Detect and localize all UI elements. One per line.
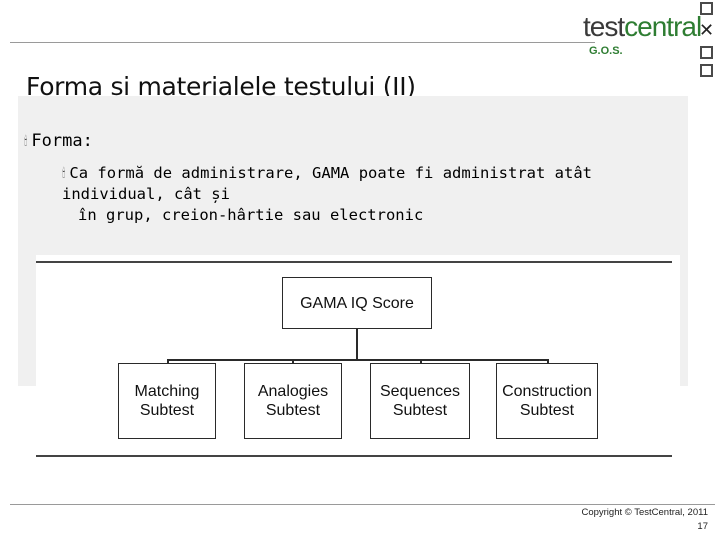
diagram-bottom-rule: [36, 455, 672, 457]
connector-to-sequences: [420, 359, 422, 363]
root-box: GAMA IQ Score: [282, 277, 432, 329]
header-rule: [10, 42, 595, 43]
bullet-icon: 🕯: [24, 134, 28, 148]
connector-horizontal: [167, 359, 547, 361]
bullet-icon: 🕯: [62, 166, 66, 180]
window-square-icon-2: [700, 46, 713, 59]
connector-root-stem: [356, 329, 358, 359]
window-square-icon-3: [700, 64, 713, 77]
connector-to-analogies: [292, 359, 294, 363]
page-number: 17: [697, 521, 708, 532]
copyright-text: Copyright © TestCentral, 2011: [581, 507, 708, 518]
bullet-administrare: 🕯Ca formă de administrare, GAMA poate fi…: [62, 164, 593, 224]
bullet-forma: 🕯Forma:: [24, 131, 93, 151]
testcentral-logo: testcentral G.O.S.: [583, 12, 703, 72]
logo-sub-marks: G.O.S.: [589, 45, 623, 57]
logo-wordmark: testcentral: [583, 11, 702, 42]
window-square-icon-1: [700, 2, 713, 15]
connector-to-matching: [167, 359, 169, 363]
connector-to-construction: [547, 359, 549, 363]
diagram-top-rule: [36, 261, 672, 263]
footer-rule: [10, 504, 715, 505]
close-icon[interactable]: ✕: [699, 20, 715, 41]
